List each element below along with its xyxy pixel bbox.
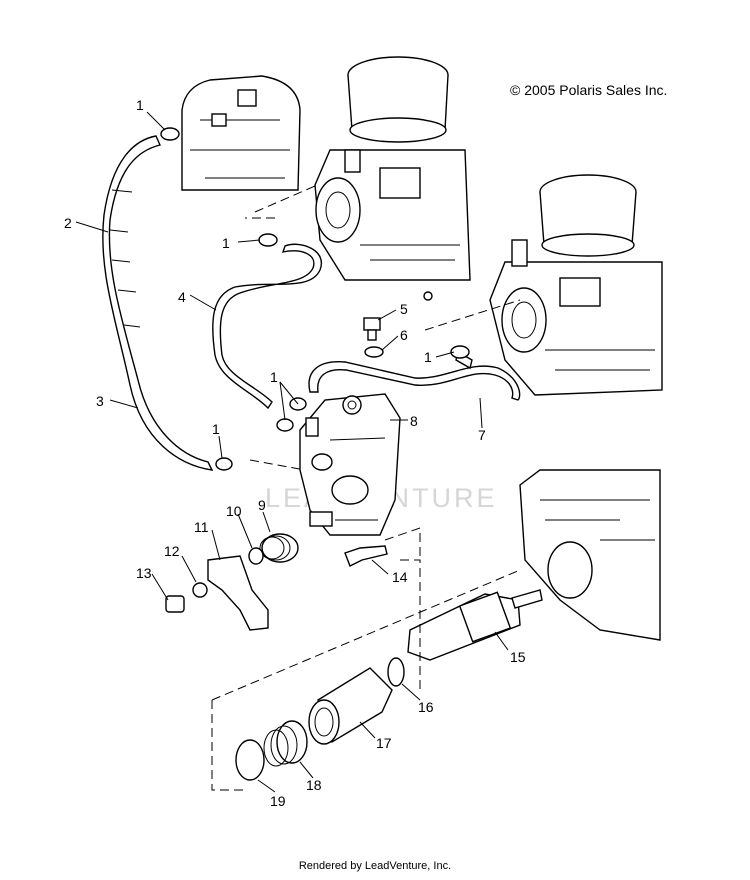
callout-7: 7 [478,427,486,443]
engine-case-lower [519,469,661,641]
spring-9 [259,533,299,563]
callout-19: 19 [270,793,286,809]
callout-1: 1 [270,369,278,385]
assembly-lines [211,185,521,791]
callout-1: 1 [212,421,220,437]
lever-assembly [165,547,269,631]
sleeve-17 [308,667,393,745]
callout-16: 16 [418,699,434,715]
clamps [160,127,470,471]
bolt-14 [344,545,388,567]
callout-6: 6 [400,327,408,343]
callout-17: 17 [376,735,392,751]
callout-15: 15 [510,649,526,665]
callout-13: 13 [136,565,152,581]
callout-12: 12 [164,543,180,559]
callout-5: 5 [400,301,408,317]
gear-shaft-15 [407,589,543,661]
carburetor-lower [489,174,663,396]
oil-pump [299,393,401,536]
fitting-5-6 [363,317,384,358]
callout-1: 1 [136,97,144,113]
callout-9: 9 [258,497,266,513]
spring-18 [263,720,308,767]
footer-credit: Rendered by LeadVenture, Inc. [298,860,452,872]
carburetor-upper [314,56,471,301]
callout-1: 1 [424,349,432,365]
callout-18: 18 [306,777,322,793]
washer-16 [387,657,405,687]
callout-11: 11 [194,519,209,535]
callout-3: 3 [96,393,104,409]
callout-4: 4 [178,289,186,305]
oil-hoses [102,135,521,471]
copyright-notice: © 2005 Polaris Sales Inc. [510,82,668,98]
o-ring-19 [235,739,265,781]
callout-8: 8 [410,413,418,429]
leader-lines [75,111,509,793]
callout-10: 10 [226,503,242,519]
callout-14: 14 [392,569,408,585]
callout-1: 1 [222,235,230,251]
callout-numbers: 1 2 3 4 1 5 6 1 1 1 8 7 9 10 11 12 13 14… [64,97,526,809]
engine-case-upper [181,75,301,191]
callout-2: 2 [64,215,72,231]
